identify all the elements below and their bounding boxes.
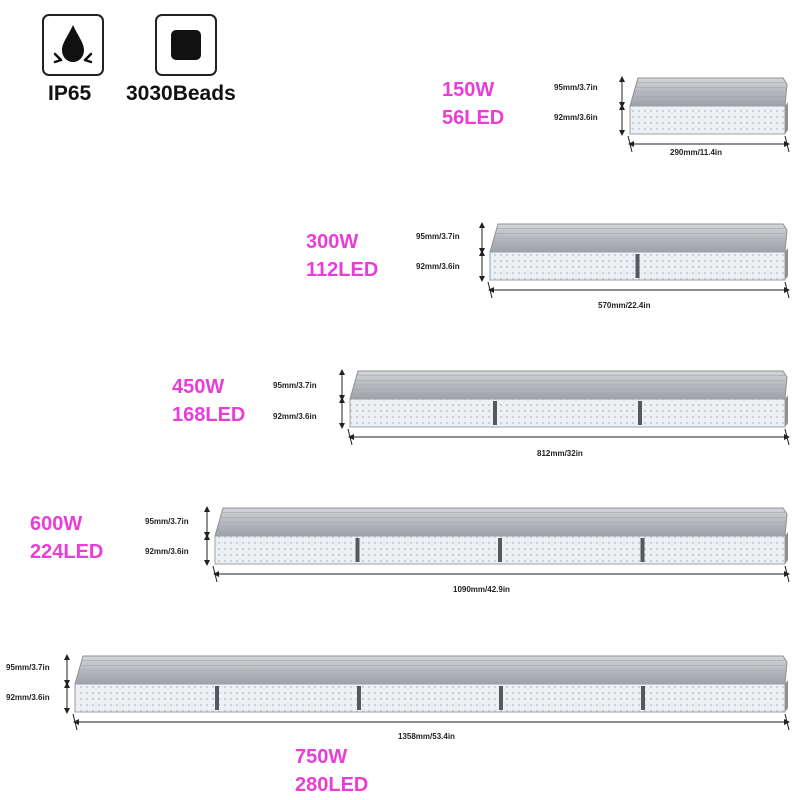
water-drop-icon	[53, 25, 93, 64]
fixture-1-height-top: 95mm/3.7in	[554, 83, 598, 92]
fixture-end-cap	[785, 532, 788, 564]
fixture-end-cap	[785, 680, 788, 712]
fixture-1-leds: 56LED	[442, 107, 505, 129]
fixture-5-power: 750W	[295, 746, 348, 768]
led-panel	[349, 398, 786, 428]
fixture-5-height-top: 95mm/3.7in	[6, 663, 50, 672]
fixture-end-cap	[785, 248, 788, 280]
fixture-4-length: 1090mm/42.9in	[453, 585, 510, 594]
fixture-3-leds: 168LED	[172, 404, 246, 426]
fixture-4	[204, 506, 790, 583]
module-divider	[640, 538, 645, 562]
fixture-4-height-bottom: 92mm/3.6in	[145, 547, 189, 556]
fixture-3-power: 450W	[172, 376, 225, 398]
fixture-2-length: 570mm/22.4in	[598, 301, 651, 310]
fixture-4-height-top: 95mm/3.7in	[145, 517, 189, 526]
fixture-2-height-top: 95mm/3.7in	[416, 232, 460, 241]
led-panel	[629, 105, 786, 135]
fixture-5-leds: 280LED	[295, 774, 369, 796]
fixture-1-length: 290mm/11.4in	[670, 148, 723, 157]
module-divider	[357, 686, 361, 710]
fixture-2-leds: 112LED	[306, 259, 379, 281]
fixture-5-length: 1358mm/53.4in	[398, 732, 455, 741]
beads-label: 3030Beads	[126, 82, 236, 105]
module-divider	[355, 538, 360, 562]
fixture-5-height-bottom: 92mm/3.6in	[6, 693, 50, 702]
fixture-end-cap	[785, 395, 788, 427]
module-divider	[638, 401, 642, 425]
module-divider	[215, 686, 219, 710]
module-divider	[641, 686, 645, 710]
fixture-3-length: 812mm/32in	[537, 449, 583, 458]
fixture-2-height-bottom: 92mm/3.6in	[416, 262, 460, 271]
beads-badge	[155, 14, 217, 76]
fixture-end-cap	[785, 102, 788, 134]
fixture-3-height-bottom: 92mm/3.6in	[273, 412, 317, 421]
led-chip-icon	[171, 30, 201, 60]
fixture-3-height-top: 95mm/3.7in	[273, 381, 317, 390]
module-divider	[499, 686, 503, 710]
module-divider	[498, 538, 502, 562]
fixture-2-power: 300W	[306, 231, 359, 253]
fixture-1	[619, 76, 790, 153]
led-panel	[74, 683, 786, 713]
fixture-3	[339, 369, 790, 446]
ip65-label: IP65	[48, 82, 92, 105]
module-divider	[493, 401, 497, 425]
fixture-4-power: 600W	[30, 513, 83, 535]
ip65-badge	[42, 14, 104, 76]
fixture-2	[479, 222, 790, 299]
fixture-5	[64, 654, 790, 731]
fixture-4-leds: 224LED	[30, 541, 104, 563]
fixture-1-power: 150W	[442, 79, 495, 101]
fixture-1-height-bottom: 92mm/3.6in	[554, 113, 598, 122]
module-divider	[635, 254, 640, 278]
